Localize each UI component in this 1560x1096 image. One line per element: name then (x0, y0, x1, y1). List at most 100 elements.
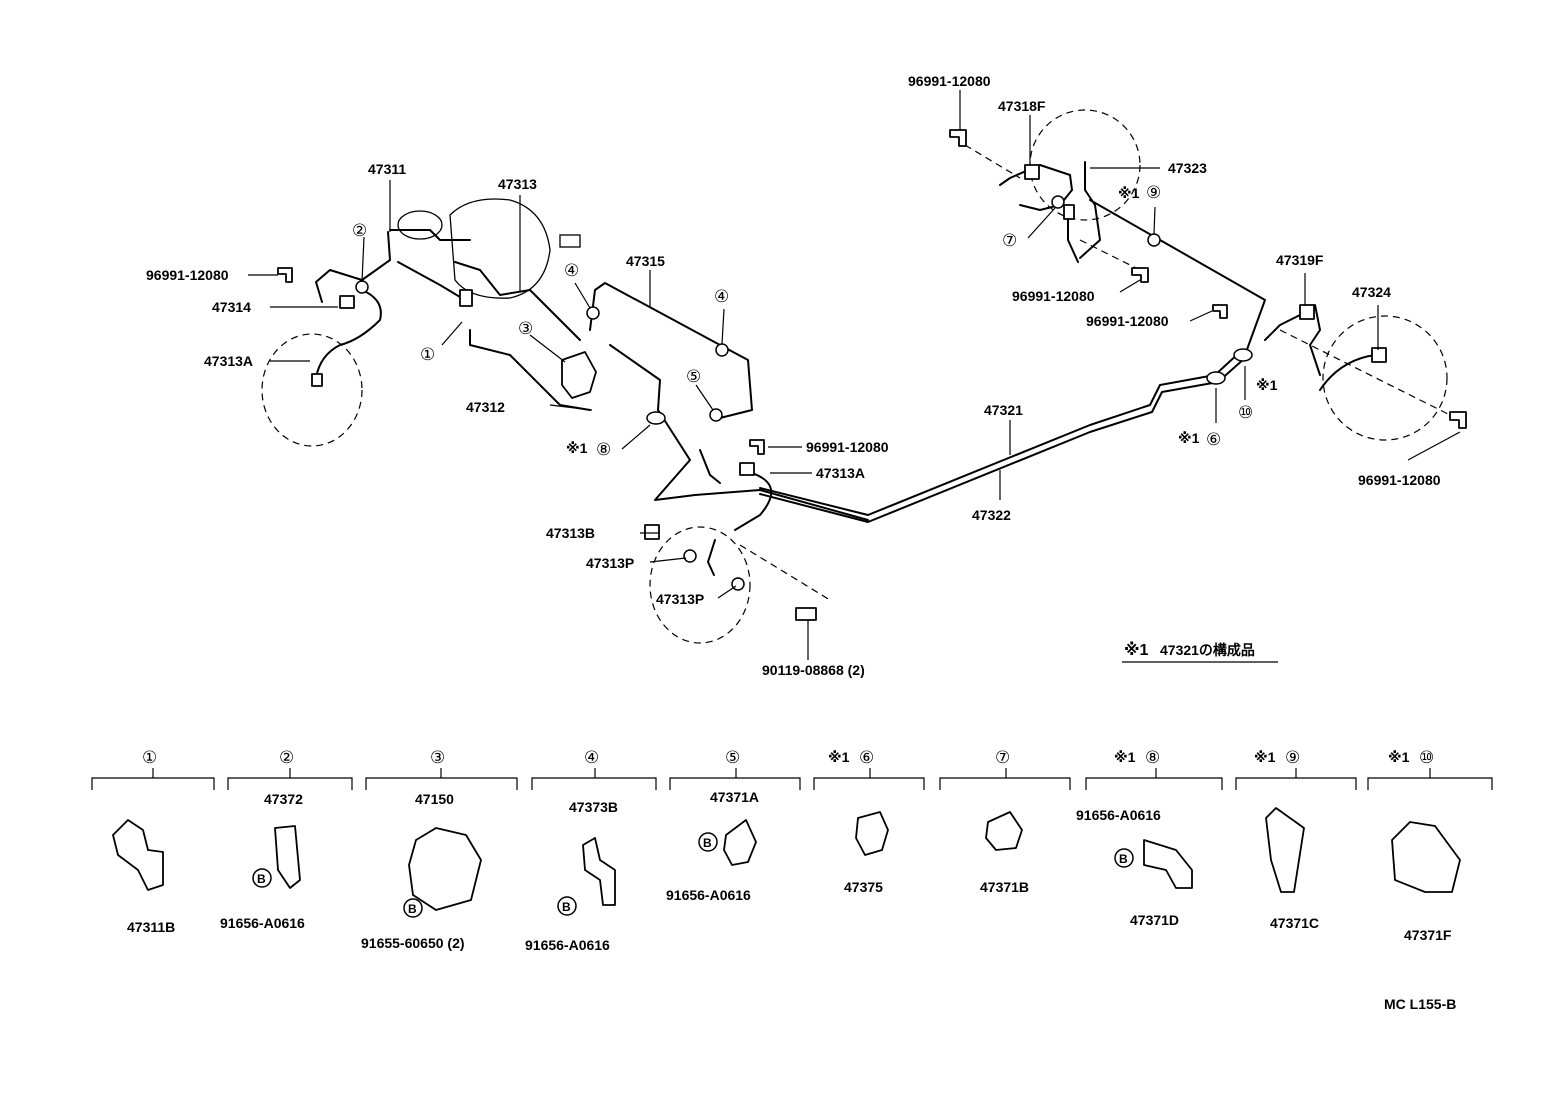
washer (683, 549, 697, 563)
legend-bracket (939, 768, 1071, 790)
callout-9: ⑨ (1146, 183, 1161, 202)
star-8: ※1 (566, 440, 588, 456)
legend-part-number: 47372 (264, 791, 303, 807)
fitting (311, 373, 323, 387)
fitting (644, 524, 660, 540)
legend-part-drawing (1265, 807, 1305, 893)
fitting (1299, 304, 1315, 320)
callout-10: ⑩ (1238, 403, 1253, 422)
bolt-marker-icon (698, 832, 718, 852)
label-47312: 47312 (466, 399, 505, 415)
star-6: ※1 (1178, 430, 1200, 446)
legend-part-drawing (582, 837, 616, 906)
joint (586, 306, 600, 320)
callout-5: ⑤ (686, 367, 701, 386)
legend-item: ⑤ 47371A B 91656-A0616 (666, 748, 801, 903)
left-front-disc (261, 333, 363, 447)
clip-icon (1449, 411, 1467, 429)
legend-number: ⑦ (995, 748, 1010, 767)
bolt-marker-icon (557, 896, 577, 916)
label-47313A-mid: 47313A (816, 465, 865, 481)
bolt-marker-letter: B (562, 900, 571, 914)
note-prefix: ※1 (1124, 641, 1149, 659)
label-47321: 47321 (984, 402, 1023, 418)
legend-bolt-number: 91656-A0616 (525, 937, 610, 953)
label-96991-right: 96991-12080 (1358, 472, 1441, 488)
legend-bolt-number: 91656-A0616 (1076, 807, 1161, 823)
legend-bracket (813, 768, 925, 790)
legend-part-drawing (274, 825, 301, 889)
bolt-marker-letter: B (703, 836, 712, 850)
legend-number: ⑤ (725, 748, 740, 767)
callout-4a: ④ (564, 261, 579, 280)
note: ※1 47321の構成品 (1122, 641, 1278, 663)
label-47313B: 47313B (546, 525, 595, 541)
label-96991-mid: 96991-12080 (806, 439, 889, 455)
clip-icon (1212, 304, 1228, 319)
joint (355, 280, 369, 294)
fitting (339, 295, 355, 309)
legend-part-number: 47371A (710, 789, 759, 805)
legend-bolt-number: 91655-60650 (2) (361, 935, 465, 951)
legend-part-drawing (1143, 839, 1193, 889)
reservoir (397, 210, 443, 240)
callout-2: ② (352, 221, 367, 240)
legend-part-number: 47150 (415, 791, 454, 807)
legend-number: ① (142, 748, 157, 767)
legend-star: ※1 (828, 749, 850, 765)
legend-star: ※1 (1388, 749, 1410, 765)
legend-bracket (1367, 768, 1493, 790)
legend-bracket (91, 768, 215, 790)
note-text: 47321の構成品 (1160, 642, 1255, 658)
label-47324: 47324 (1352, 284, 1391, 300)
legend-star: ※1 (1114, 749, 1136, 765)
legend-part-drawing (408, 827, 482, 911)
middle-disc (649, 526, 751, 644)
callout-4b: ④ (714, 287, 729, 306)
bolt-marker-letter: B (408, 902, 417, 916)
legend-part-drawing (1391, 821, 1461, 893)
label-96991-tr3: 96991-12080 (1086, 313, 1169, 329)
legend-number: ⑨ (1285, 748, 1300, 767)
joint (1051, 195, 1065, 209)
joint (1233, 348, 1253, 362)
star-10: ※1 (1256, 377, 1278, 393)
callout-8: ⑧ (596, 440, 611, 459)
label-47323: 47323 (1168, 160, 1207, 176)
legend-item: ④ 47373B B 91656-A0616 (525, 748, 657, 953)
legend-bracket (669, 768, 801, 790)
legend-part-drawing (723, 819, 757, 866)
brake-booster (449, 198, 551, 299)
legend-part-number: 47373B (569, 799, 618, 815)
fitting (1063, 204, 1075, 220)
joint (1206, 371, 1226, 385)
label-96991-tr2: 96991-12080 (1012, 288, 1095, 304)
legend-number: ④ (584, 748, 599, 767)
callout-6: ⑥ (1206, 430, 1221, 449)
legend-part-drawing (985, 811, 1023, 851)
clip-icon (1131, 267, 1149, 283)
legend-bolt-number: 91656-A0616 (666, 887, 751, 903)
label-47313: 47313 (498, 176, 537, 192)
label-96991-top: 96991-12080 (908, 73, 991, 89)
label-47313P-1: 47313P (586, 555, 634, 571)
bolt-marker-letter: B (1119, 852, 1128, 866)
legend-bracket (1085, 768, 1223, 790)
fitting (459, 289, 473, 307)
leader-lines (248, 90, 1461, 660)
clip-icon (749, 439, 765, 455)
right-lower-disc (1322, 315, 1448, 441)
label-47322: 47322 (972, 507, 1011, 523)
legend-number: ⑥ (859, 748, 874, 767)
joint (646, 411, 666, 425)
fitting (1024, 164, 1040, 180)
joint (1147, 233, 1161, 247)
legend-bracket (531, 768, 657, 790)
legend-item: ⑦ 47371B (939, 748, 1071, 895)
legend-part-number: 47371B (980, 879, 1029, 895)
